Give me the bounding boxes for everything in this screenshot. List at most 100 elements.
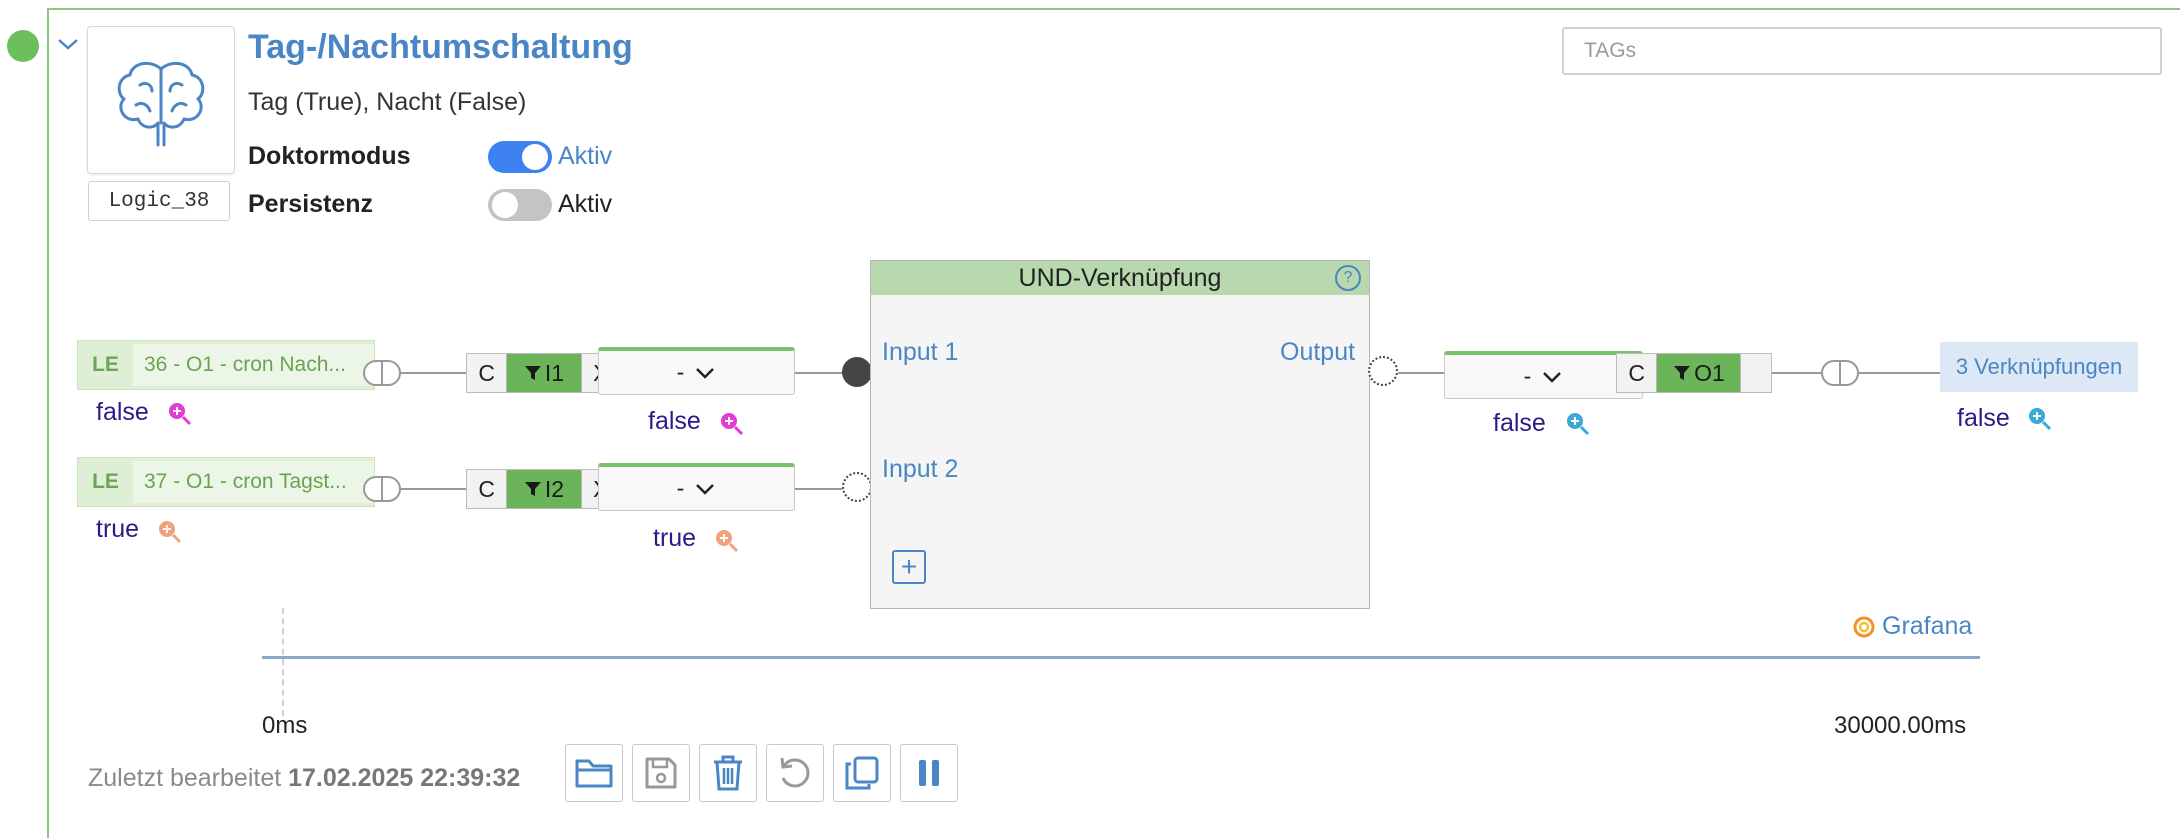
- input-name: I1: [544, 359, 565, 386]
- input-dropdown-1[interactable]: -: [598, 347, 795, 395]
- le-tag: LE: [92, 353, 119, 376]
- input1-port-connected[interactable]: [842, 357, 872, 387]
- zoom-in-icon[interactable]: [713, 527, 739, 553]
- wire: [1396, 372, 1444, 374]
- pause-icon: [919, 760, 939, 786]
- save-icon: [645, 757, 677, 789]
- connector-plug-icon[interactable]: [362, 474, 402, 504]
- add-input-button[interactable]: +: [892, 550, 926, 584]
- grafana-icon: [1853, 616, 1875, 637]
- chevron-down-icon: [696, 367, 715, 379]
- node-title: UND-Verknüpfung: [1018, 263, 1222, 292]
- clear-button[interactable]: C: [467, 470, 508, 508]
- last-edited-date: 17.02.2025 22:39:32: [288, 764, 521, 792]
- le-value-2: true: [96, 515, 140, 543]
- input2-port-empty[interactable]: [842, 472, 872, 502]
- page-subtitle: Tag (True), Nacht (False): [248, 88, 527, 116]
- le-value-1: false: [96, 398, 149, 426]
- persistenz-label: Persistenz: [248, 190, 374, 218]
- folder-icon: [575, 759, 613, 788]
- logic-panel: [47, 8, 2180, 838]
- node-header: UND-Verknüpfung ?: [871, 261, 1369, 295]
- input-dropdown-2[interactable]: -: [598, 463, 795, 511]
- doktormodus-toggle-text: Aktiv: [558, 142, 613, 170]
- connector-plug-icon[interactable]: [1820, 358, 1860, 388]
- brain-icon: [117, 61, 205, 147]
- zoom-in-icon[interactable]: [166, 400, 192, 426]
- le-tag: LE: [92, 470, 119, 493]
- chevron-down-icon: [696, 483, 715, 495]
- timeline-start: 0ms: [262, 712, 308, 739]
- last-edited-label: Zuletzt bearbeitet: [88, 764, 282, 792]
- wire: [1772, 372, 1824, 374]
- undo-icon: [780, 757, 810, 788]
- dropdown-value: -: [676, 359, 685, 385]
- copy-button[interactable]: [833, 744, 891, 802]
- dropdown-value-2: true: [653, 524, 697, 552]
- grafana-link[interactable]: Grafana: [1852, 612, 1972, 641]
- pause-button[interactable]: [900, 744, 958, 802]
- dropdown-value-1: false: [648, 407, 701, 435]
- input-name: I2: [544, 475, 565, 502]
- zoom-in-icon[interactable]: [1564, 410, 1590, 436]
- last-edited: Zuletzt bearbeitet 17.02.2025 22:39:32: [88, 764, 520, 793]
- timeline-bar[interactable]: [262, 656, 1980, 659]
- zoom-in-icon[interactable]: [156, 518, 182, 544]
- wire: [400, 372, 466, 374]
- delete-button[interactable]: [699, 744, 757, 802]
- zoom-in-icon[interactable]: [2026, 405, 2052, 431]
- le-source-text: 36 - O1 - cron Nach...: [133, 344, 374, 386]
- help-icon[interactable]: ?: [1335, 265, 1361, 291]
- wire: [1856, 372, 1940, 374]
- trash-icon: [714, 755, 742, 791]
- persistenz-toggle[interactable]: [488, 189, 552, 221]
- grafana-label: Grafana: [1882, 612, 1973, 640]
- output-port-empty[interactable]: [1368, 356, 1398, 386]
- filter-button-i2[interactable]: I2: [507, 470, 582, 508]
- logic-icon-box: [87, 26, 235, 174]
- input1-label: Input 1: [882, 338, 959, 366]
- doktormodus-toggle[interactable]: [488, 141, 552, 173]
- filter-icon: [524, 482, 541, 496]
- wire: [400, 488, 466, 490]
- le-source-2[interactable]: LE 37 - O1 - cron Tagst...: [77, 457, 375, 507]
- wire: [795, 372, 855, 374]
- timeline-end: 30000.00ms: [1834, 712, 1967, 739]
- empty-cell: [1741, 354, 1771, 392]
- le-source-1[interactable]: LE 36 - O1 - cron Nach...: [77, 340, 375, 390]
- connector-plug-icon[interactable]: [362, 358, 402, 388]
- linked-outputs-value: false: [1957, 404, 2010, 432]
- linked-outputs-button[interactable]: 3 Verknüpfungen: [1940, 342, 2138, 392]
- dropdown-value: -: [1523, 363, 1532, 389]
- page-title: Tag-/Nachtumschaltung: [248, 28, 633, 66]
- filter-button-i1[interactable]: I1: [507, 354, 582, 392]
- filter-icon: [524, 366, 541, 380]
- chevron-down-icon: [1543, 371, 1562, 383]
- doktormodus-label: Doktormodus: [248, 142, 411, 170]
- and-node[interactable]: UND-Verknüpfung ?: [870, 260, 1370, 609]
- clear-button[interactable]: C: [1617, 354, 1658, 392]
- wire: [795, 488, 855, 490]
- zoom-in-icon[interactable]: [718, 410, 744, 436]
- tags-input[interactable]: TAGs: [1562, 27, 2162, 75]
- dropdown-value: -: [676, 475, 685, 501]
- status-indicator: [7, 30, 39, 62]
- open-button[interactable]: [565, 744, 623, 802]
- input2-label: Input 2: [882, 455, 959, 483]
- chevron-down-icon[interactable]: [56, 34, 80, 54]
- save-button[interactable]: [632, 744, 690, 802]
- clear-button[interactable]: C: [467, 354, 508, 392]
- output-config: C O1: [1616, 353, 1772, 393]
- copy-icon: [845, 756, 879, 790]
- output-dropdown-value: false: [1493, 409, 1546, 437]
- output-name: O1: [1694, 359, 1725, 386]
- output-label: Output: [1280, 338, 1356, 366]
- undo-button[interactable]: [766, 744, 824, 802]
- persistenz-toggle-text: Aktiv: [558, 190, 613, 218]
- le-source-text: 37 - O1 - cron Tagst...: [133, 461, 374, 503]
- output-dropdown[interactable]: -: [1444, 351, 1643, 399]
- filter-icon: [1674, 366, 1691, 380]
- timeline-marker: [282, 608, 284, 716]
- filter-button-o1[interactable]: O1: [1657, 354, 1742, 392]
- logic-id-label: Logic_38: [88, 181, 230, 221]
